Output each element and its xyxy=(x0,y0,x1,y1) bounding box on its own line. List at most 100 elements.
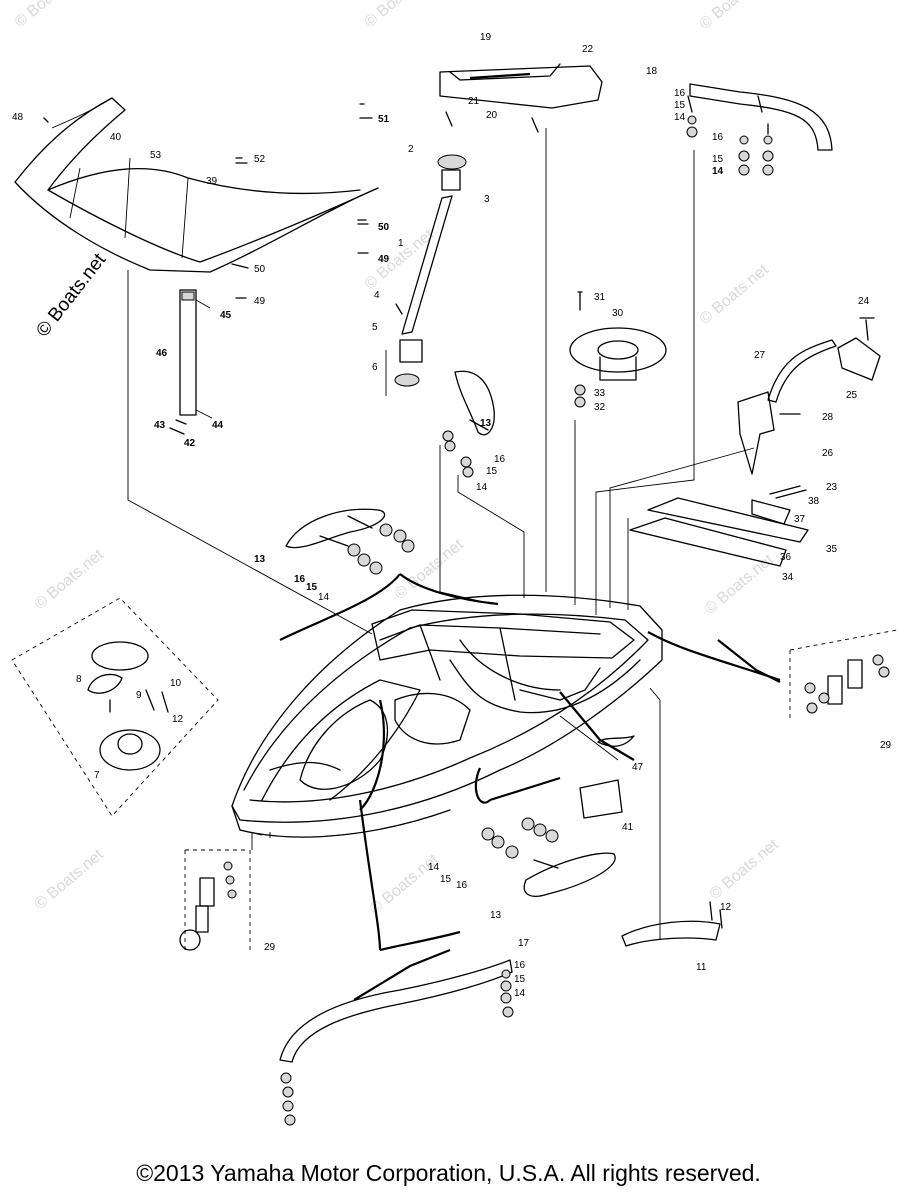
callout-33: 33 xyxy=(594,388,606,399)
callout-28: 28 xyxy=(822,412,834,423)
pads xyxy=(579,735,635,819)
callout-46: 46 xyxy=(156,348,168,359)
callout-32: 32 xyxy=(594,402,606,413)
callout-4: 4 xyxy=(374,290,380,301)
callout-16d: 16 xyxy=(712,132,724,143)
callout-7: 7 xyxy=(94,770,100,781)
callout-48: 48 xyxy=(12,112,24,123)
deck-plate xyxy=(569,291,667,408)
cleat-upper xyxy=(442,370,495,478)
callout-40: 40 xyxy=(110,132,122,143)
callout-45: 45 xyxy=(220,310,232,321)
hardware-set-right xyxy=(789,629,897,720)
callout-43: 43 xyxy=(154,420,166,431)
bow-rail-top xyxy=(686,83,833,176)
callout-15a: 15 xyxy=(486,466,498,477)
copyright-notice: ©2013 Yamaha Motor Corporation, U.S.A. A… xyxy=(136,1160,761,1186)
watermark-8: © Boats.net xyxy=(702,551,778,618)
callout-11: 11 xyxy=(696,962,707,973)
grab-handle-lower xyxy=(621,901,723,947)
watermark-5: © Boats.net xyxy=(697,261,773,328)
callout-16e: 16 xyxy=(456,880,468,891)
antenna-mount xyxy=(737,317,881,475)
callout-36: 36 xyxy=(780,552,792,563)
callout-50a: 50 xyxy=(378,222,390,233)
callout-27: 27 xyxy=(754,350,766,361)
callout-1: 1 xyxy=(398,238,404,249)
callout-26: 26 xyxy=(822,448,834,459)
callout-20: 20 xyxy=(486,110,498,121)
callout-49a: 49 xyxy=(378,254,390,265)
callout-23: 23 xyxy=(826,482,838,493)
callout-16c: 16 xyxy=(674,88,686,99)
support-strut xyxy=(169,289,213,435)
callout-15f: 15 xyxy=(514,974,526,985)
callout-16f: 16 xyxy=(514,960,526,971)
callout-38: 38 xyxy=(808,496,820,507)
callout-18: 18 xyxy=(646,66,658,77)
watermark-main: © Boats.net xyxy=(32,249,110,341)
callout-44: 44 xyxy=(212,420,224,431)
watermark-9: © Boats.net xyxy=(32,846,108,913)
watermarks: © Boats.net © Boats.net © Boats.net © Bo… xyxy=(12,0,783,918)
callout-14c: 14 xyxy=(674,112,686,123)
callout-49b: 49 xyxy=(254,296,266,307)
watermark-6: © Boats.net xyxy=(32,546,108,613)
callout-37: 37 xyxy=(794,514,806,525)
callout-14d: 14 xyxy=(712,166,724,177)
callout-14f: 14 xyxy=(514,988,526,999)
callout-15c: 15 xyxy=(674,100,686,111)
callout-15d: 15 xyxy=(712,154,724,165)
callout-16a: 16 xyxy=(494,454,506,465)
callout-39: 39 xyxy=(206,176,218,187)
callout-25: 25 xyxy=(846,390,858,401)
callout-22: 22 xyxy=(582,44,594,55)
callout-12b: 12 xyxy=(720,902,732,913)
callout-31: 31 xyxy=(594,292,606,303)
boat-hull xyxy=(231,594,663,838)
cleat-lower xyxy=(481,817,616,897)
watermark-1: © Boats.net xyxy=(12,0,88,31)
callout-labels: 1 2 3 4 5 6 7 8 9 10 12 11 12 13 13 13 1… xyxy=(12,32,892,999)
watermark-2: © Boats.net xyxy=(362,0,438,31)
callout-10: 10 xyxy=(170,678,182,689)
callout-15e: 15 xyxy=(440,874,452,885)
cleat-mid-left xyxy=(285,508,415,575)
light-assembly xyxy=(11,597,219,817)
windshield-cover xyxy=(14,97,379,273)
top-bracket xyxy=(439,63,603,133)
bow-rail-lower xyxy=(279,959,514,1126)
callout-13c: 13 xyxy=(490,910,502,921)
callout-16b: 16 xyxy=(294,574,306,585)
callout-47: 47 xyxy=(632,762,644,773)
callout-2: 2 xyxy=(408,144,414,155)
callout-19: 19 xyxy=(480,32,492,43)
callout-42: 42 xyxy=(184,438,196,449)
callout-5: 5 xyxy=(372,322,378,333)
callout-21: 21 xyxy=(468,96,480,107)
callout-24: 24 xyxy=(858,296,870,307)
watermark-11: © Boats.net xyxy=(707,836,783,903)
callout-14b: 14 xyxy=(318,592,330,603)
watermark-3: © Boats.net xyxy=(697,0,773,33)
callout-13a: 13 xyxy=(480,418,492,429)
callout-14a: 14 xyxy=(476,482,488,493)
callout-30: 30 xyxy=(612,308,624,319)
callout-53: 53 xyxy=(150,150,162,161)
leader-lines xyxy=(127,128,781,1001)
callout-41: 41 xyxy=(622,822,634,833)
callout-9: 9 xyxy=(136,690,142,701)
callout-12: 12 xyxy=(172,714,184,725)
callout-3: 3 xyxy=(484,194,490,205)
callout-17: 17 xyxy=(518,938,530,949)
callout-34: 34 xyxy=(782,572,794,583)
callout-6: 6 xyxy=(372,362,378,373)
callout-14e: 14 xyxy=(428,862,440,873)
callout-15b: 15 xyxy=(306,582,318,593)
callout-51: 51 xyxy=(378,114,390,125)
watermark-10: © Boats.net xyxy=(367,851,443,918)
callout-50b: 50 xyxy=(254,264,266,275)
callout-35: 35 xyxy=(826,544,838,555)
callout-29b: 29 xyxy=(264,942,276,953)
